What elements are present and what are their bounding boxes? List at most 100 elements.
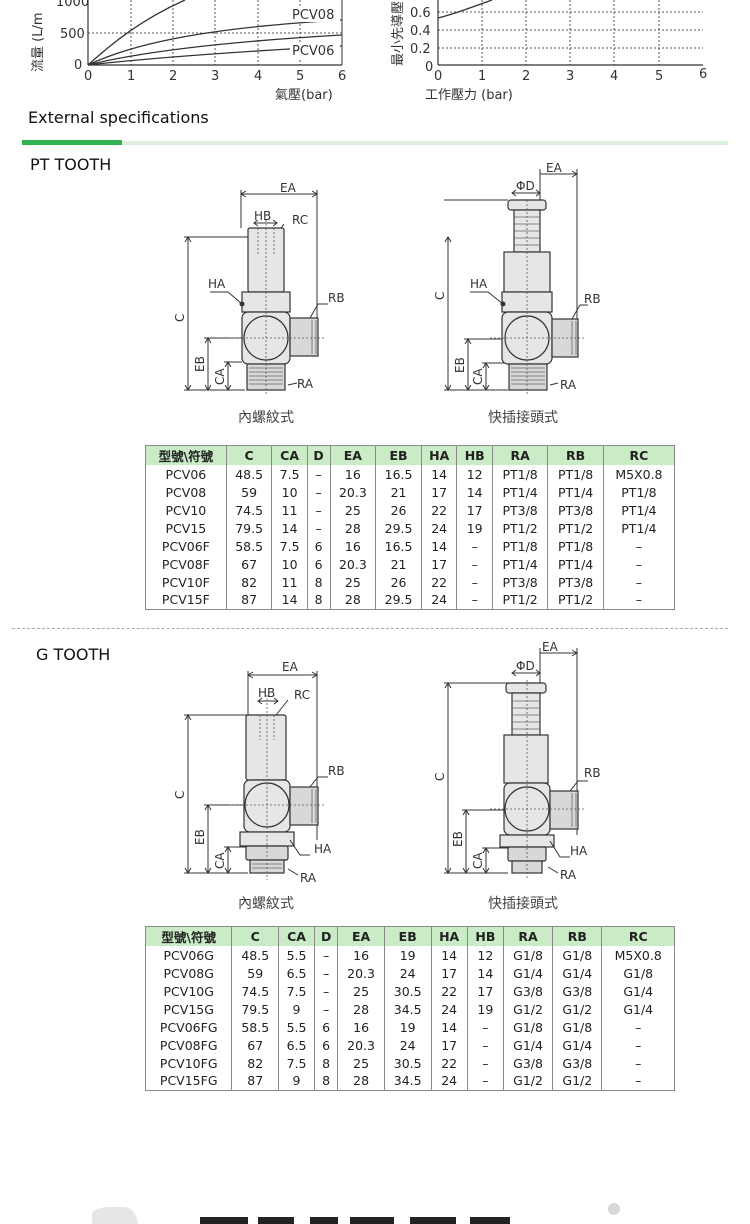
table-cell: 19 — [466, 1000, 504, 1018]
g-caption-internal: 內螺紋式 — [238, 896, 294, 912]
table-cell: G1/4 — [502, 964, 554, 982]
table-cell: 7.5 — [271, 465, 308, 483]
table-cell: 10 — [271, 483, 308, 501]
table-cell: – — [602, 555, 676, 573]
table-cell: 59 — [225, 483, 273, 501]
table-cell: 30.5 — [383, 1054, 432, 1072]
table-cell: – — [466, 1036, 504, 1054]
g-left-label-rc: RC — [294, 688, 310, 702]
table-cell: 22 — [430, 982, 468, 1000]
g-left-label-hb: HB — [258, 686, 275, 700]
flow-curve-2 — [87, 34, 343, 66]
column-header: EA — [329, 445, 377, 465]
table-cell: 24 — [383, 1036, 432, 1054]
g-right-label-eb: EB — [451, 831, 465, 847]
table-cell: 19 — [456, 519, 493, 537]
table-cell: PT1/4 — [491, 555, 549, 573]
table-cell: 14 — [430, 946, 468, 964]
model-cell: PCV06F — [145, 537, 227, 555]
table-cell: PT1/4 — [602, 501, 676, 519]
g-right-label-d: ΦD — [516, 659, 535, 673]
table-cell: 17 — [430, 964, 468, 982]
table-cell: 11 — [271, 573, 308, 591]
g-right-label-ra: RA — [560, 868, 577, 882]
table-cell: 22 — [420, 501, 458, 519]
table-cell: G1/4 — [552, 1036, 603, 1054]
table-cell: 24 — [420, 591, 458, 610]
pt-right-label-c: C — [433, 292, 447, 300]
flow-chart-xtick: 1 — [127, 69, 135, 84]
pt-right-label-ca: CA — [471, 368, 485, 385]
table-cell: – — [306, 519, 331, 537]
table-cell: G1/4 — [601, 1000, 675, 1018]
series-label-pcv08: PCV08 — [292, 8, 334, 23]
model-cell: PCV06 — [145, 465, 227, 483]
table-cell: 17 — [430, 1036, 468, 1054]
table-cell: PT1/4 — [602, 519, 676, 537]
table-cell: 26 — [375, 573, 422, 591]
table-cell: – — [602, 537, 676, 555]
column-header: EA — [337, 926, 385, 946]
pt-left-label-rc: RC — [292, 213, 308, 227]
model-cell: PCV10F — [145, 573, 227, 591]
model-cell: PCV15FG — [144, 1072, 233, 1091]
table-cell: 34.5 — [383, 1000, 432, 1018]
table-cell: 79.5 — [231, 1000, 280, 1018]
table-cell: 58.5 — [231, 1018, 280, 1036]
table-cell: 6 — [306, 537, 331, 555]
table-cell: PT1/8 — [547, 465, 604, 483]
pt-left-label-hb: HB — [254, 209, 271, 223]
table-cell: 25 — [337, 982, 385, 1000]
table-cell: M5X0.8 — [601, 946, 675, 964]
pilot-chart-ytick: 0.2 — [410, 42, 431, 57]
table-cell: 17 — [456, 501, 493, 519]
table-cell: 14 — [420, 537, 458, 555]
table-cell: 82 — [225, 573, 273, 591]
table-cell: 24 — [430, 1000, 468, 1018]
table-cell: G1/2 — [552, 1072, 603, 1091]
table-cell: 19 — [383, 1018, 432, 1036]
table-cell: – — [306, 483, 331, 501]
pilot-chart-ytick: 0 — [425, 60, 433, 75]
flow-chart-xlabel: 氣壓(bar) — [275, 88, 333, 103]
table-cell: 9 — [278, 1072, 316, 1091]
table-cell: 58.5 — [225, 537, 273, 555]
table-cell: 20.3 — [329, 483, 377, 501]
column-header: C — [231, 926, 280, 946]
flow-chart-xtick: 2 — [169, 69, 177, 84]
table-cell: 9 — [278, 1000, 316, 1018]
table-cell: G1/4 — [601, 982, 675, 1000]
pilot-chart-xtick: 4 — [610, 69, 618, 84]
table-cell: – — [466, 1072, 504, 1091]
table-cell: 6.5 — [278, 964, 316, 982]
column-header: HB — [466, 926, 504, 946]
table-cell: 34.5 — [383, 1072, 432, 1091]
table-cell: – — [314, 982, 339, 1000]
pt-heading: PT TOOTH — [30, 155, 112, 174]
table-cell: – — [601, 1018, 675, 1036]
table-cell: G1/2 — [552, 1000, 603, 1018]
section-title: External specifications — [28, 108, 209, 127]
flow-chart-xtick: 0 — [84, 69, 92, 84]
column-header: 型號\符號 — [145, 445, 227, 465]
table-cell: 87 — [225, 591, 273, 610]
table-cell: 12 — [456, 465, 493, 483]
table-cell: 14 — [466, 964, 504, 982]
table-cell: 20.3 — [337, 964, 385, 982]
column-header: RC — [601, 926, 675, 946]
flow-chart-ytick: 0 — [74, 58, 82, 73]
table-cell: 74.5 — [231, 982, 280, 1000]
table-cell: PT1/8 — [547, 537, 604, 555]
table-cell: 28 — [337, 1000, 385, 1018]
pt-left-label-ea: EA — [280, 181, 297, 195]
flow-chart-xtick: 3 — [211, 69, 219, 84]
